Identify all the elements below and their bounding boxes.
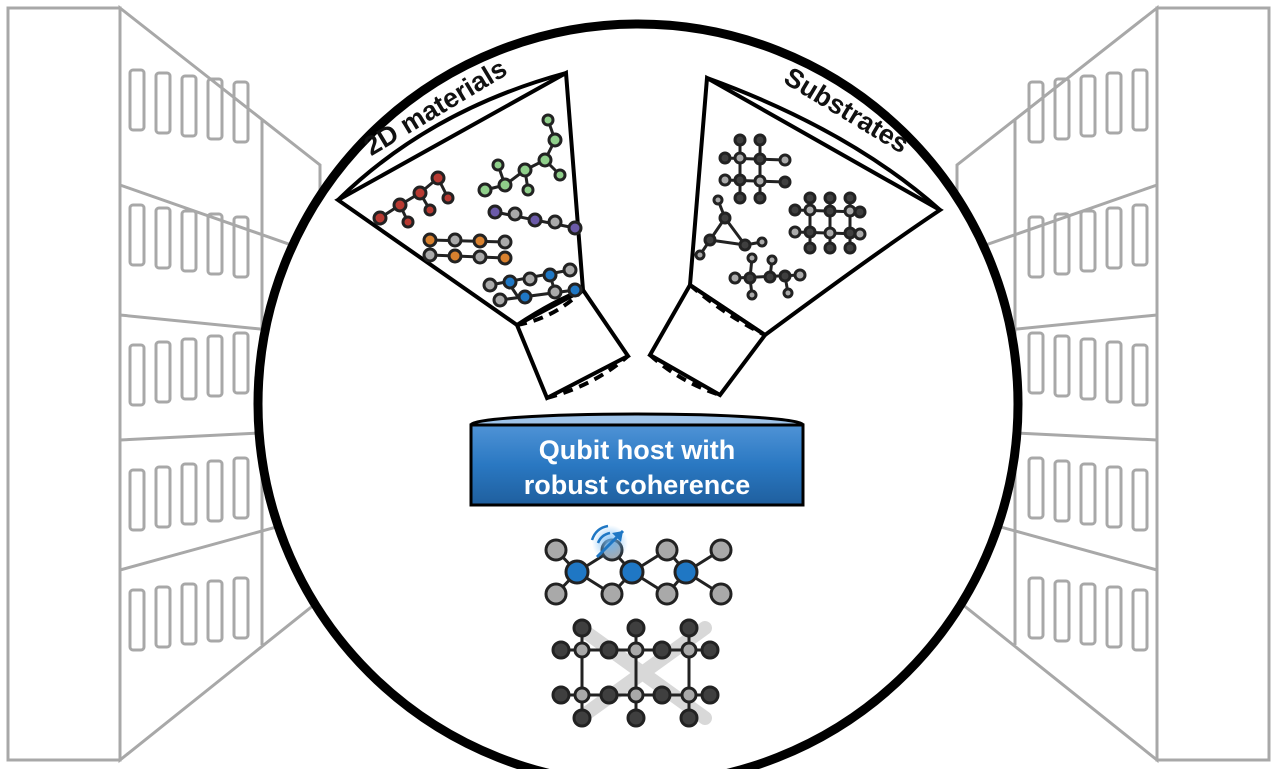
rack-slot [1131, 343, 1149, 407]
rack-slot [180, 462, 198, 526]
rack-slot [1079, 209, 1097, 273]
substrate-lattice-bottom [551, 618, 720, 728]
rack-slot [154, 340, 172, 404]
molecule-blue [482, 262, 583, 308]
rack-slot [232, 80, 250, 144]
banner-line-1: Qubit host with [539, 435, 735, 465]
rack-slot [154, 206, 172, 270]
rack-slot [1027, 80, 1045, 144]
rack-slot [1053, 459, 1071, 523]
rack-slot [1053, 212, 1071, 276]
qubit-host-banner [469, 412, 805, 507]
substrate-chain [728, 252, 807, 301]
rack-slot [1079, 582, 1097, 646]
rack-slot [206, 579, 224, 643]
rack-slot [1079, 337, 1097, 401]
rack-slot [232, 576, 250, 640]
rack-slot [1027, 456, 1045, 520]
rack-slot [232, 331, 250, 395]
rack-slot [206, 334, 224, 398]
rack-slot [1131, 468, 1149, 532]
rack-slot [206, 77, 224, 141]
spin-qubit-icon [590, 524, 628, 561]
rack-slot [232, 215, 250, 279]
rack-slot [1027, 576, 1045, 640]
rack-slot [1131, 68, 1149, 132]
rack-slot [1131, 203, 1149, 267]
rack-slot [1053, 77, 1071, 141]
rack-slot [206, 212, 224, 276]
rack-slot [128, 68, 146, 132]
left-funnel [334, 69, 631, 401]
rack-slot [1079, 462, 1097, 526]
rack-slot [1027, 331, 1045, 395]
rack-slot [1131, 588, 1149, 652]
molecule-green [477, 113, 567, 198]
rack-slot [1105, 465, 1123, 529]
rack-slot [180, 582, 198, 646]
rack-slot [1053, 334, 1071, 398]
rack-slot [128, 203, 146, 267]
rack-slot [128, 468, 146, 532]
rack-slot [180, 74, 198, 138]
rack-slot [1079, 74, 1097, 138]
rack-slot [154, 585, 172, 649]
rack-slot [128, 588, 146, 652]
banner-line-2: robust coherence [524, 470, 751, 500]
rack-slot [1105, 206, 1123, 270]
rack-slot [180, 337, 198, 401]
rack-slot [1053, 579, 1071, 643]
rack-slot [1105, 71, 1123, 135]
molecule-purple [487, 204, 583, 236]
rack-slot [154, 465, 172, 529]
rack-slot [154, 71, 172, 135]
rack-slot [1105, 340, 1123, 404]
rack-slot [1105, 585, 1123, 649]
substrate-lattice-2 [788, 191, 867, 255]
rack-slot [206, 459, 224, 523]
substrate-triangle [694, 194, 768, 261]
rack-slot [1027, 215, 1045, 279]
molecule-red [372, 170, 455, 229]
rack-slot [128, 343, 146, 407]
rack-slot [180, 209, 198, 273]
molecule-orange [422, 232, 513, 266]
rack-slot [232, 456, 250, 520]
substrate-lattice-1 [718, 133, 792, 205]
